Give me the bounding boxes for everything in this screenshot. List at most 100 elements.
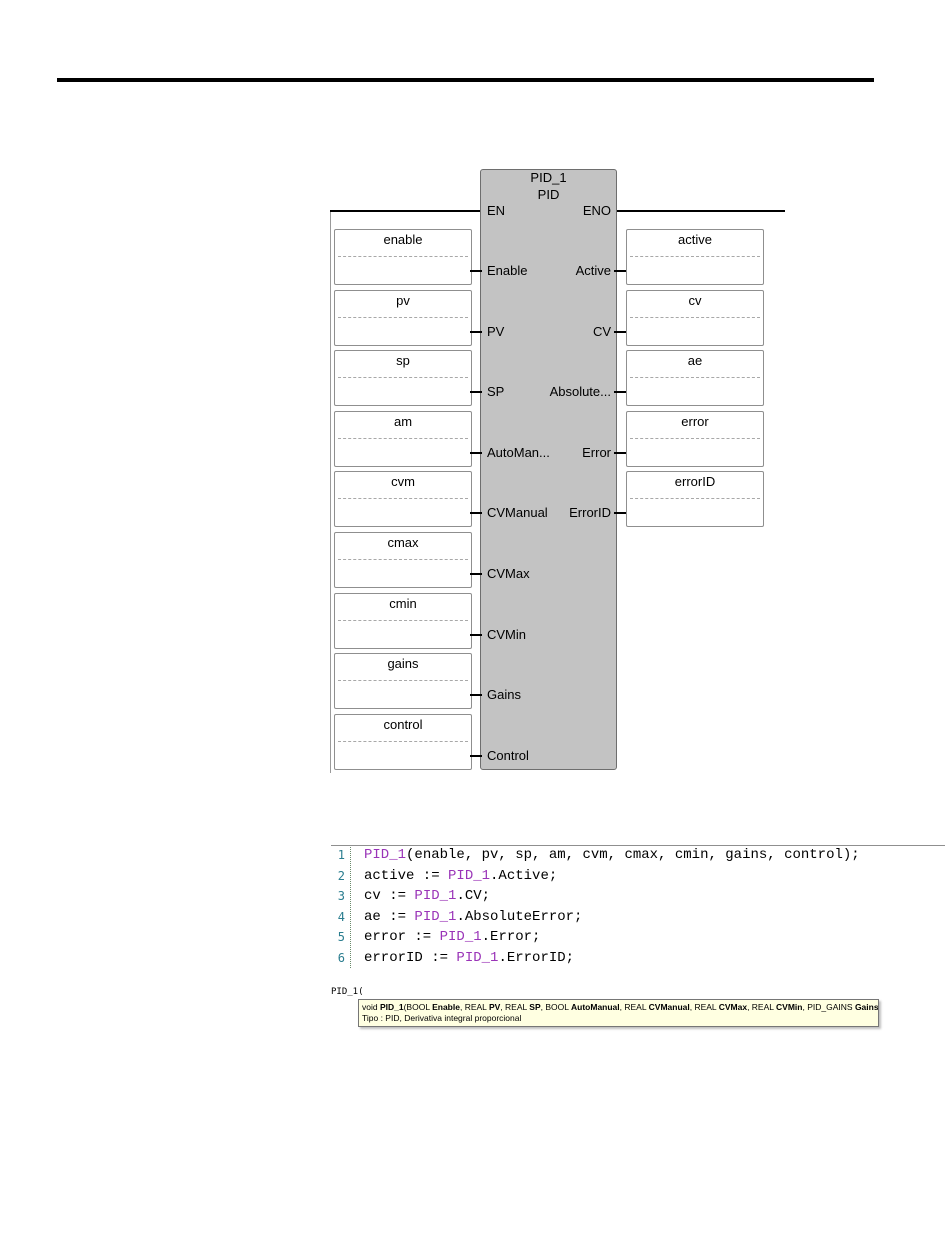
input-variable-box[interactable]: cmin bbox=[334, 592, 472, 649]
line-number: 3 bbox=[337, 889, 345, 903]
output-pin-label: ErrorID bbox=[569, 505, 611, 521]
value-divider bbox=[338, 680, 468, 682]
output-pin-stub bbox=[614, 270, 626, 272]
value-divider bbox=[630, 498, 760, 500]
fb-instance-name: PID_1 bbox=[364, 847, 407, 863]
input-variable-box[interactable]: cmax bbox=[334, 532, 472, 588]
value-divider bbox=[338, 559, 468, 560]
fb-instance-name: PID_1 bbox=[414, 888, 457, 904]
signature-param: PID_1 bbox=[379, 1002, 404, 1012]
signature-param: CVMin bbox=[776, 1002, 803, 1012]
value-divider bbox=[630, 437, 760, 439]
input-pin-label: AutoMan... bbox=[487, 444, 550, 460]
signature-type: , REAL bbox=[500, 1002, 530, 1012]
signature-param: PV bbox=[488, 1002, 501, 1012]
output-pin-stub bbox=[614, 391, 626, 394]
value-divider bbox=[338, 619, 468, 621]
signature-type: , REAL bbox=[459, 1002, 489, 1012]
code-line[interactable]: ae := PID_1.AbsoluteError; bbox=[364, 907, 582, 927]
variable-name: sp bbox=[396, 353, 410, 369]
signature-type: , REAL bbox=[619, 1002, 649, 1012]
code-text: (enable, pv, sp, am, cvm, cmax, cmin, ga… bbox=[406, 847, 860, 863]
output-pin-label: Error bbox=[582, 444, 611, 460]
variable-name: cmax bbox=[387, 535, 419, 550]
value-divider bbox=[630, 316, 760, 318]
block-instance-name: PID_1 bbox=[530, 170, 567, 185]
fb-instance-name: PID_1 bbox=[448, 867, 491, 884]
signature-type: void bbox=[362, 1002, 380, 1012]
variable-name: cvm bbox=[391, 474, 415, 490]
input-pin-stub bbox=[470, 330, 482, 333]
value-divider bbox=[338, 740, 468, 742]
output-variable-box[interactable]: errorID bbox=[626, 471, 764, 528]
line-number: 1 bbox=[337, 848, 345, 862]
input-pin-label: Enable bbox=[487, 263, 528, 278]
value-divider bbox=[630, 377, 760, 379]
input-pin-label: CVManual bbox=[487, 505, 548, 521]
code-text: ae := bbox=[364, 908, 415, 925]
variable-name: am bbox=[393, 413, 413, 429]
editor-top-border bbox=[331, 845, 945, 846]
value-divider bbox=[338, 377, 468, 379]
variable-name: ae bbox=[687, 353, 703, 369]
input-pin-label: PV bbox=[487, 323, 505, 339]
line-number: 2 bbox=[337, 868, 345, 883]
variable-name: enable bbox=[383, 232, 423, 247]
signature-type: , PID_GAINS bbox=[802, 1002, 855, 1012]
output-variable-box[interactable]: cv bbox=[626, 289, 764, 346]
eno-wire bbox=[617, 210, 785, 212]
code-line[interactable]: cv := PID_1.CV; bbox=[364, 886, 490, 906]
value-divider bbox=[338, 437, 468, 439]
fb-instance-name: PID_1 bbox=[456, 949, 499, 966]
output-variable-box[interactable]: ae bbox=[626, 350, 764, 407]
variable-name: errorID bbox=[674, 474, 716, 490]
input-pin-stub bbox=[470, 451, 482, 454]
signature-param: CVMax bbox=[718, 1002, 748, 1012]
code-line[interactable]: error := PID_1.Error; bbox=[364, 927, 540, 947]
output-pin-stub bbox=[614, 330, 626, 333]
code-text: .ErrorID; bbox=[498, 949, 575, 966]
input-variable-box[interactable]: sp bbox=[334, 350, 472, 407]
signature-tooltip: void PID_1(BOOL Enable, REAL PV, REAL SP… bbox=[358, 999, 879, 1027]
fb-instance-name: PID_1 bbox=[439, 929, 482, 945]
input-pin-stub bbox=[470, 270, 482, 272]
pin-en: EN bbox=[487, 203, 506, 218]
input-variable-box[interactable]: control bbox=[334, 713, 472, 770]
input-variable-box[interactable]: am bbox=[334, 410, 472, 467]
code-text: errorID := bbox=[364, 949, 457, 966]
code-text: active := bbox=[364, 867, 449, 884]
variable-name: error bbox=[681, 413, 709, 429]
pin-eno: ENO bbox=[582, 203, 611, 218]
line-number: 5 bbox=[337, 930, 345, 944]
variable-name: cmin bbox=[389, 595, 417, 611]
code-line[interactable]: errorID := PID_1.ErrorID; bbox=[364, 948, 574, 968]
input-pin-stub bbox=[470, 633, 482, 636]
value-divider bbox=[630, 256, 760, 257]
output-pin-stub bbox=[614, 512, 626, 515]
line-number: 4 bbox=[337, 909, 345, 924]
output-pin-label: CV bbox=[592, 323, 611, 339]
pid-function-block[interactable] bbox=[480, 169, 617, 770]
output-pin-label: Absolute... bbox=[549, 384, 611, 400]
value-divider bbox=[338, 316, 468, 318]
input-variable-box[interactable]: enable bbox=[334, 229, 472, 285]
input-pin-label: CVMax bbox=[487, 566, 530, 581]
line-number: 6 bbox=[337, 950, 345, 965]
code-text: .Error; bbox=[481, 929, 541, 945]
output-variable-box[interactable]: active bbox=[626, 229, 764, 285]
variable-name: pv bbox=[396, 292, 410, 308]
code-line[interactable]: active := PID_1.Active; bbox=[364, 866, 557, 886]
code-line[interactable]: PID_1(enable, pv, sp, am, cvm, cmax, cmi… bbox=[364, 845, 860, 865]
line-number-separator bbox=[350, 847, 351, 968]
code-text: .CV; bbox=[456, 888, 491, 904]
tooltip-description: Tipo : PID, Derivativa integral proporci… bbox=[362, 1013, 522, 1023]
input-variable-box[interactable]: cvm bbox=[334, 471, 472, 528]
output-variable-box[interactable]: error bbox=[626, 410, 764, 467]
code-text: .Active; bbox=[490, 867, 558, 884]
variable-name: cv bbox=[688, 292, 702, 308]
input-variable-box[interactable]: pv bbox=[334, 289, 472, 346]
signature-type: (BOOL bbox=[403, 1002, 433, 1012]
input-pin-stub bbox=[470, 694, 482, 697]
variable-name: gains bbox=[387, 656, 419, 672]
input-variable-box[interactable]: gains bbox=[334, 653, 472, 710]
